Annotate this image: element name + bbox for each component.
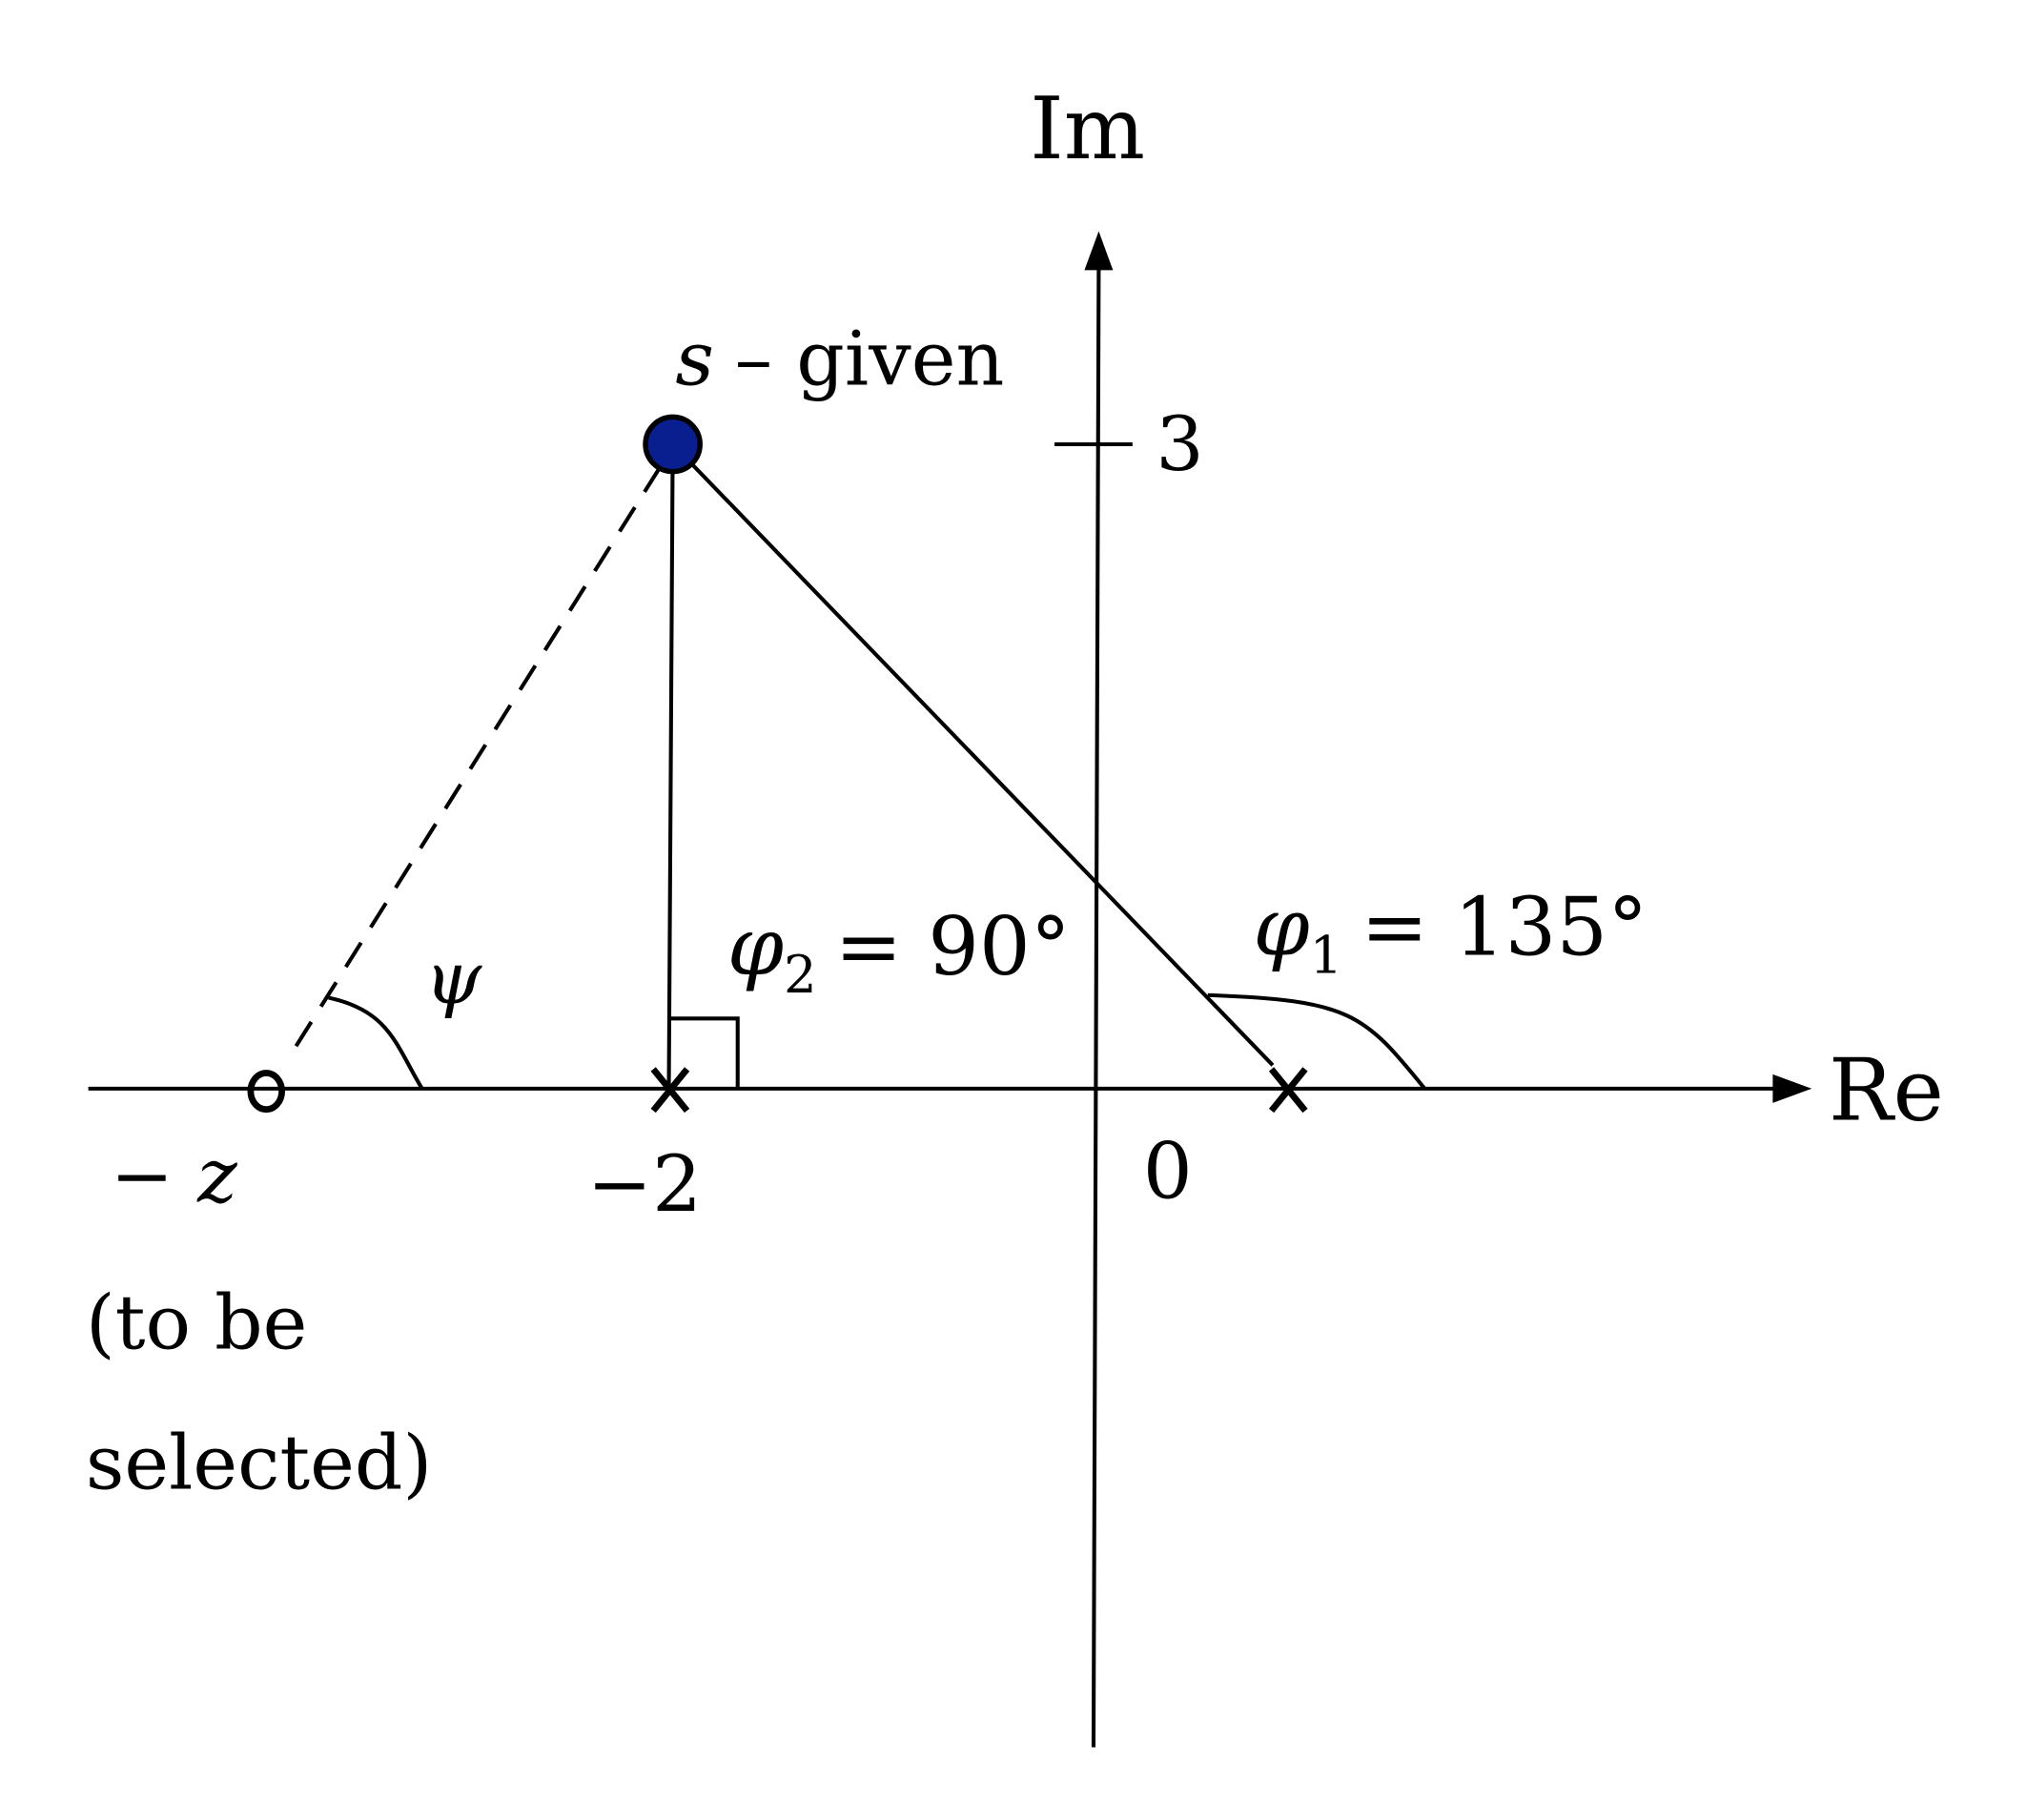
real-axis-label: Re (1829, 1042, 1944, 1141)
imag-tick-label: 3 (1156, 400, 1203, 488)
phi2-label: φ2= 90° (727, 900, 1071, 1005)
imag-axis-label: Im (1030, 80, 1145, 179)
imag-axis (1091, 266, 1101, 1748)
point-s-marker (643, 414, 703, 475)
imag-axis-arrow (1084, 231, 1114, 271)
real-axis-arrow (1772, 1074, 1812, 1103)
zero-note-line2: selected) (86, 1420, 432, 1507)
phi1-label: φ1= 135° (1254, 880, 1648, 985)
right-angle-marker (668, 1016, 740, 1089)
vector-to-pole-origin-side (671, 442, 1275, 1067)
psi-angle-arc (328, 995, 424, 1090)
origin-label: 0 (1143, 1126, 1193, 1217)
zero-marker (247, 1070, 285, 1114)
pole-marker-minus-2 (650, 1067, 690, 1114)
point-s-label: s– given (675, 315, 1004, 402)
psi-label: ψ (424, 935, 482, 1020)
vector-to-zero-dashed (290, 466, 662, 1053)
phi1-angle-arc (1207, 992, 1426, 1091)
pole-marker-right (1268, 1067, 1308, 1114)
vector-to-pole-minus-2 (666, 443, 675, 1089)
zero-label: − z (111, 1132, 237, 1219)
zero-note-line1: (to be (86, 1278, 308, 1366)
real-tick-label: −2 (587, 1139, 702, 1230)
